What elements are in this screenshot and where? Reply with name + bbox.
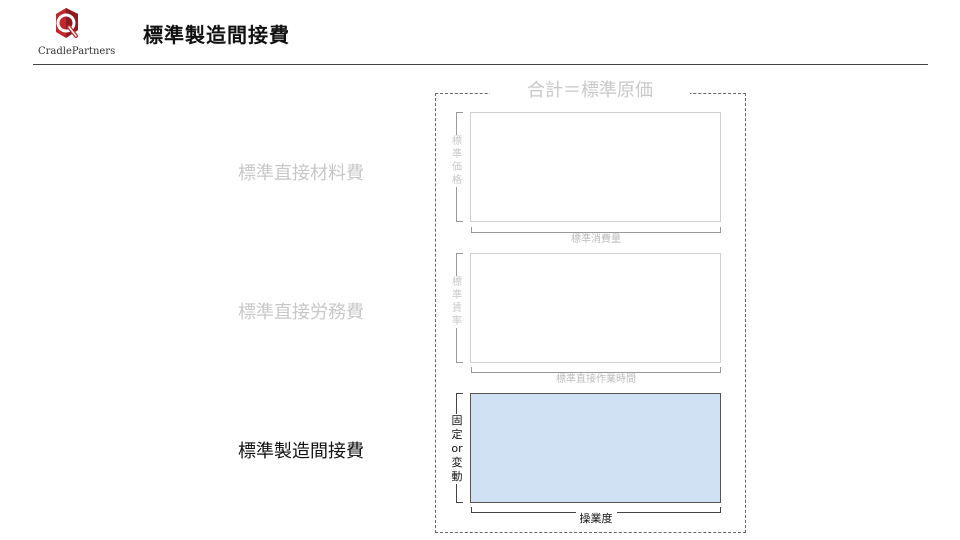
- logo-text: CradlePartners: [38, 46, 116, 57]
- cradle-partners-logo: [56, 8, 78, 38]
- activity-level-label: 操業度: [575, 512, 617, 525]
- standard-price-label: 標準価格: [449, 135, 465, 187]
- material-cost-box: [470, 112, 721, 222]
- header-divider: [33, 64, 928, 65]
- total-cost-label: 合計＝標準原価: [490, 76, 690, 102]
- fixed-or-variable-label: 固定or変動: [449, 414, 465, 484]
- row-label-material: 標準直接材料費: [238, 163, 364, 184]
- standard-labor-hours-label: 標準直接作業時間: [552, 374, 640, 385]
- page-title: 標準製造間接費: [143, 23, 290, 47]
- standard-wage-rate-label: 標準賃率: [449, 276, 465, 328]
- standard-quantity-label: 標準消費量: [567, 234, 625, 245]
- row-label-labor: 標準直接労務費: [238, 302, 364, 323]
- hours-bracket: [471, 367, 721, 373]
- overhead-cost-box: [470, 393, 721, 503]
- labor-cost-box: [470, 253, 721, 363]
- row-label-overhead: 標準製造間接費: [238, 441, 364, 462]
- quantity-bracket: [471, 227, 721, 233]
